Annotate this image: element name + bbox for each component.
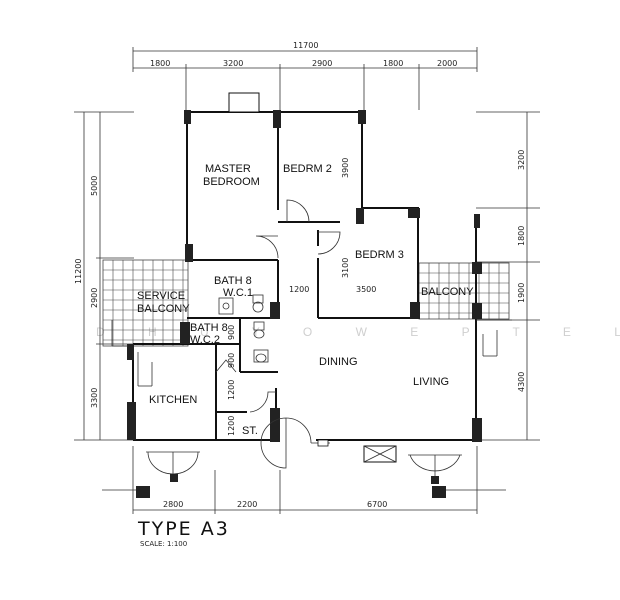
dim-left-2: 2900 — [90, 288, 99, 308]
label-balcony: BALCONY — [421, 286, 474, 298]
dim-bottom-2: 2200 — [237, 500, 257, 509]
label-bath-1: BATH 8 — [214, 275, 252, 287]
structural-columns — [127, 110, 482, 442]
ac-ledges — [102, 451, 506, 498]
dim-bottom-3: 6700 — [367, 500, 387, 509]
label-bedroom: BEDROOM — [203, 176, 260, 188]
dim-int-900b: 900 — [227, 353, 236, 368]
plan-scale: SCALE: 1:100 — [140, 540, 187, 548]
dim-int-900a: 900 — [227, 325, 236, 340]
dim-left-total: 11200 — [74, 259, 83, 284]
label-wc-1: W.C.1 — [223, 287, 253, 299]
label-living: LIVING — [413, 376, 449, 388]
dim-int-3500: 3500 — [356, 285, 376, 294]
dim-int-1200: 1200 — [289, 285, 309, 294]
label-wc-2: W.C.2 — [190, 334, 220, 346]
dim-right-1: 3200 — [517, 150, 526, 170]
dim-bottom-1: 2800 — [163, 500, 183, 509]
dim-right-2: 1800 — [517, 226, 526, 246]
label-master: MASTER — [205, 163, 251, 175]
label-dining: DINING — [319, 356, 358, 368]
label-service-balcony: BALCONY — [137, 303, 190, 315]
dim-top-5: 2000 — [437, 59, 457, 68]
label-service: SERVICE — [137, 290, 185, 302]
doors — [215, 199, 341, 469]
dim-right-4: 4300 — [517, 372, 526, 392]
label-bedrm-3: BEDRM 3 — [355, 249, 404, 261]
label-store: ST. — [242, 425, 258, 437]
service-balcony-grid — [102, 259, 189, 347]
dim-left-1: 5000 — [90, 176, 99, 196]
dim-right-3: 1900 — [517, 283, 526, 303]
right-dimension-lines — [476, 111, 540, 441]
left-dimension-lines — [74, 111, 134, 441]
label-bath-2: BATH 8 — [190, 322, 228, 334]
dim-top-total: 11700 — [293, 41, 318, 50]
dim-top-2: 3200 — [223, 59, 243, 68]
dim-int-3100: 3100 — [341, 258, 350, 278]
fixtures — [111, 294, 498, 463]
dim-top-4: 1800 — [383, 59, 403, 68]
dim-top-1: 1800 — [150, 59, 170, 68]
dim-top-3: 2900 — [312, 59, 332, 68]
dim-int-1200b: 1200 — [227, 416, 236, 436]
walls — [132, 92, 512, 441]
plan-title: TYPE A3 — [137, 518, 230, 540]
dim-int-1200a: 1200 — [227, 380, 236, 400]
label-kitchen: KITCHEN — [149, 394, 197, 406]
dim-int-3900: 3900 — [341, 158, 350, 178]
label-bedrm-2: BEDRM 2 — [283, 163, 332, 175]
bottom-dimension-lines — [132, 446, 478, 514]
top-dimension-lines — [132, 47, 478, 110]
dim-left-3: 3300 — [90, 388, 99, 408]
watermark: D H U Y O W E P T E L T D — [96, 325, 620, 339]
